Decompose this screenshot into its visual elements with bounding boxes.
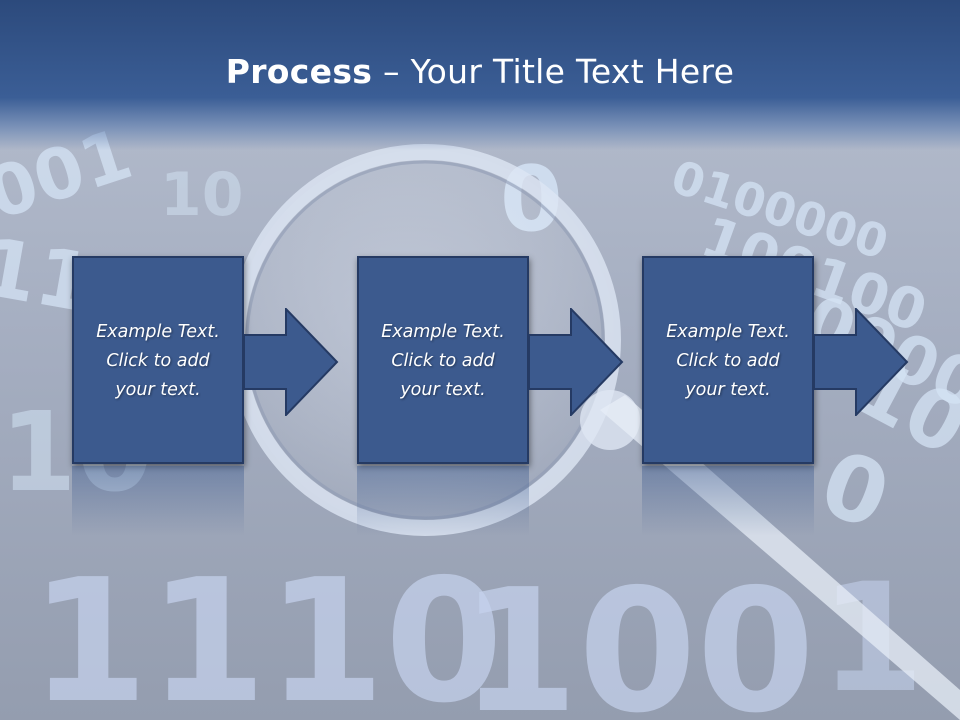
svg-text:100: 100 xyxy=(460,553,815,720)
svg-text:1110: 1110 xyxy=(30,543,503,720)
svg-text:10: 10 xyxy=(160,160,244,230)
step-text-1: Example Text. Click to add your text. xyxy=(74,318,242,405)
title-rest: – Your Title Text Here xyxy=(372,52,735,91)
step-1-line-3: your text. xyxy=(115,380,201,400)
title-bold: Process xyxy=(225,52,373,91)
right-arrow-icon xyxy=(814,308,909,416)
step-text-2: Example Text. Click to add your text. xyxy=(359,318,527,405)
right-arrow-icon xyxy=(244,308,339,416)
step-3-line-2: Click to add xyxy=(676,351,780,371)
step-3-line-3: your text. xyxy=(685,380,771,400)
step-2-line-1: Example Text. xyxy=(381,322,505,342)
step-2-line-2: Click to add xyxy=(391,351,495,371)
step-box-2[interactable]: Example Text. Click to add your text. xyxy=(357,256,529,464)
step-2-line-3: your text. xyxy=(400,380,486,400)
step-1-line-2: Click to add xyxy=(106,351,210,371)
step-box-2-reflection xyxy=(357,466,529,536)
title-bar xyxy=(0,0,960,150)
step-box-3-reflection xyxy=(642,466,814,536)
step-box-1-reflection xyxy=(72,466,244,536)
page-title[interactable]: Process – Your Title Text Here xyxy=(0,52,960,91)
step-1-line-1: Example Text. xyxy=(96,322,220,342)
step-3-line-1: Example Text. xyxy=(666,322,790,342)
step-box-3[interactable]: Example Text. Click to add your text. xyxy=(642,256,814,464)
step-box-1[interactable]: Example Text. Click to add your text. xyxy=(72,256,244,464)
step-text-3: Example Text. Click to add your text. xyxy=(644,318,812,405)
right-arrow-icon xyxy=(529,308,624,416)
